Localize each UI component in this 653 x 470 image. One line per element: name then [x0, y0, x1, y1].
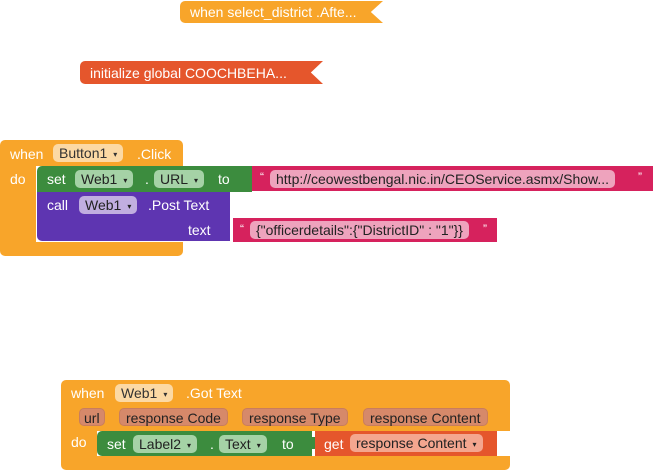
- collapsed-event-label: when select_district .Afte...: [190, 4, 357, 20]
- variable-dropdown-response-content[interactable]: response Content ▾: [350, 434, 483, 452]
- when-keyword: when: [10, 146, 44, 162]
- close-quote: ”: [483, 222, 487, 236]
- component-dropdown-web1[interactable]: Web1 ▾: [79, 196, 138, 214]
- component-dropdown-label2[interactable]: Label2 ▾: [133, 435, 198, 453]
- dot-separator: .: [145, 171, 149, 187]
- method-name: .Post Text: [148, 197, 210, 213]
- set-keyword: set: [107, 436, 126, 452]
- component-dropdown-web1[interactable]: Web1 ▾: [75, 170, 134, 188]
- url-text-field[interactable]: http://ceowestbengal.nic.in/CEOService.a…: [270, 170, 616, 188]
- dropdown-arrow-icon: ▾: [187, 441, 192, 450]
- param-response-type[interactable]: response Type: [242, 408, 348, 426]
- get-keyword: get: [324, 436, 344, 452]
- call-keyword: call: [47, 197, 69, 213]
- component-dropdown-button1[interactable]: Button1 ▾: [53, 144, 124, 162]
- to-keyword: to: [218, 171, 230, 187]
- url-text-block[interactable]: “ http://ceowestbengal.nic.in/CEOService…: [252, 166, 653, 191]
- component-dropdown-web1[interactable]: Web1 ▾: [115, 384, 174, 402]
- to-keyword: to: [282, 436, 294, 452]
- json-text-block[interactable]: “ {"officerdetails":{"DistrictID" : "1"}…: [233, 218, 497, 242]
- json-text-field[interactable]: {"officerdetails":{"DistrictID" : "1"}}: [250, 221, 469, 239]
- set-keyword: set: [47, 171, 66, 187]
- component-name: Button1: [59, 145, 108, 161]
- dropdown-arrow-icon: ▾: [163, 390, 168, 399]
- open-quote: “: [240, 222, 244, 236]
- param-response-content[interactable]: response Content: [363, 408, 488, 426]
- component-name: Web1: [81, 171, 118, 187]
- do-keyword: do: [71, 434, 87, 450]
- component-name: Label2: [139, 436, 182, 452]
- property-dropdown-text[interactable]: Text ▾: [219, 435, 267, 453]
- get-response-content-block[interactable]: get response Content ▾: [315, 431, 497, 456]
- param-url[interactable]: url: [79, 408, 105, 426]
- collapsed-global-label: initialize global COOCHBEHA...: [90, 65, 287, 81]
- set-web1-url-block[interactable]: set Web1 ▾ . URL ▾ to: [37, 166, 252, 192]
- web1-gottext-event-block[interactable]: when Web1 ▾ .Got Text url response Code r…: [61, 380, 510, 470]
- dropdown-arrow-icon: ▾: [472, 440, 477, 449]
- event-name: .Click: [137, 146, 172, 162]
- do-keyword: do: [10, 171, 26, 187]
- component-name: Web1: [85, 197, 122, 213]
- close-quote: ”: [638, 170, 642, 184]
- dropdown-arrow-icon: ▾: [256, 441, 261, 450]
- variable-name: response Content: [356, 435, 467, 451]
- dropdown-arrow-icon: ▾: [113, 150, 118, 159]
- component-name: Web1: [121, 385, 158, 401]
- dropdown-arrow-icon: ▾: [127, 202, 132, 211]
- collapsed-global-block[interactable]: initialize global COOCHBEHA...: [80, 61, 323, 84]
- property-dropdown-url[interactable]: URL ▾: [154, 170, 205, 188]
- when-keyword: when: [71, 385, 105, 401]
- open-quote: “: [260, 170, 264, 184]
- dropdown-arrow-icon: ▾: [123, 176, 128, 185]
- value-connector: [246, 172, 252, 184]
- collapsed-event-block[interactable]: when select_district .Afte...: [180, 1, 383, 23]
- call-web1-posttext-block[interactable]: call Web1 ▾ .Post Text text: [37, 192, 230, 241]
- property-name: Text: [225, 436, 251, 452]
- dropdown-arrow-icon: ▾: [194, 176, 199, 185]
- set-label2-text-block[interactable]: set Label2 ▾ . Text ▾ to: [97, 431, 312, 456]
- value-connector: [308, 437, 315, 449]
- dot-separator: .: [210, 436, 214, 452]
- property-name: URL: [160, 171, 189, 187]
- text-arg-label: text: [188, 222, 211, 238]
- param-response-code[interactable]: response Code: [119, 408, 228, 426]
- event-name: .Got Text: [186, 385, 242, 401]
